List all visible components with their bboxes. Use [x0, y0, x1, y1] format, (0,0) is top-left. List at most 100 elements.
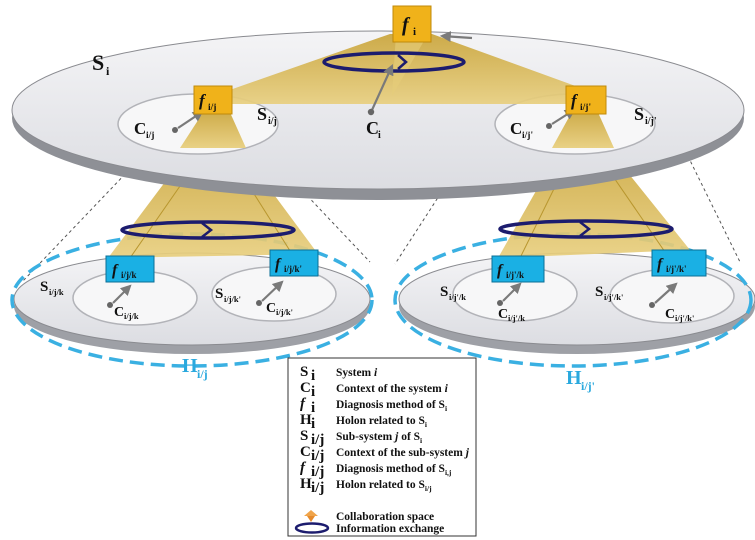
system-ijk-sub: i/j/k	[49, 287, 64, 297]
system-right-sub: i/j'	[645, 116, 657, 127]
context-dots	[107, 108, 655, 308]
system-top-sub: i	[106, 64, 110, 78]
context-ij2k-sub: i/j'/k	[508, 313, 525, 323]
legend-symbol-sub: i/j	[311, 464, 324, 480]
method-box-top: f i	[392, 5, 432, 43]
labels-holon-right: S i/j'/k C i/j'/k S i/j'/k' C i/j'/k' H …	[440, 284, 694, 393]
legend-symbol-sub: i	[311, 416, 315, 432]
legend-symbol: C	[300, 380, 311, 396]
collab-cones-top-plate	[180, 108, 614, 148]
collab-space-top	[216, 34, 602, 104]
legend-exchange-row: Information exchange	[294, 522, 444, 535]
context-ijk-label: C	[114, 305, 124, 320]
legend-symbol-sub: i	[311, 368, 315, 384]
legend-collab-row: Collaboration space	[304, 510, 434, 523]
legend-description: Holon related to Si/j	[336, 479, 432, 493]
holon-right-label: H	[566, 367, 582, 389]
method-left-sub: i/j	[208, 103, 216, 113]
method-ijk2-sub: i/j/k'	[284, 264, 302, 274]
legend-symbol: S	[300, 364, 308, 380]
holon-border-right	[393, 232, 753, 368]
legend-description: Context of the system i	[336, 383, 449, 395]
method-ij2k-sub: i/j'/k	[506, 270, 524, 280]
legend-exchange-label: Information exchange	[336, 523, 444, 535]
legend-description: System i	[336, 367, 378, 379]
method-ijk2-label: f	[275, 256, 282, 273]
holon-left-sub: i/j	[197, 367, 208, 381]
context-ijk2-label: C	[266, 301, 276, 316]
labels-top-plate: S i C i S i/j C i/j S i/j' C i/j'	[92, 50, 657, 141]
method-right-sub: i/j'	[580, 103, 591, 113]
system-ijk2-sub: i/j/k'	[224, 294, 241, 304]
exchange-loop-lower-left	[120, 220, 296, 240]
method-top-label: f	[402, 14, 411, 36]
legend-symbol-sub: i/j	[311, 448, 324, 464]
system-ijk2-label: S	[215, 286, 223, 302]
method-box-ijk: f i/j/k	[105, 255, 155, 283]
method-ij2k2-label: f	[657, 256, 664, 273]
legend-description: Diagnosis method of Si,j	[336, 463, 452, 477]
system-right-label: S	[634, 104, 644, 124]
context-ijk-sub: i/j/k	[124, 311, 139, 321]
legend-symbol: f	[300, 460, 307, 476]
system-ij2k-label: S	[440, 284, 448, 300]
method-ij2k2-sub: i/j'/k'	[666, 264, 687, 274]
method-box-right: f i/j'	[565, 85, 607, 115]
method-box-ij2k2: f i/j'/k'	[651, 249, 707, 277]
method-ijk-sub: i/j/k	[121, 270, 137, 280]
holon-right-sub: i/j'	[581, 379, 595, 393]
legend-symbol: C	[300, 444, 311, 460]
legend-symbol-sub: i/j	[311, 480, 324, 496]
legend-symbol-sub: i/j	[311, 432, 324, 448]
context-right-sub: i/j'	[522, 131, 533, 141]
system-left-label: S	[257, 104, 267, 124]
collab-space-icon	[304, 510, 318, 516]
method-top-sub: i	[413, 26, 416, 38]
legend-collab-label: Collaboration space	[336, 511, 434, 523]
legend-row: f i/j Diagnosis method of Si,j	[300, 460, 452, 480]
labels-holon-left: S i/j/k C i/j/k S i/j/k' C i/j/k' H i/j	[40, 279, 293, 381]
context-left-label: C	[134, 119, 146, 138]
legend-symbol: H	[300, 412, 312, 428]
exchange-loop-top	[322, 51, 466, 73]
method-box-ij2k: f i/j'/k	[491, 255, 545, 283]
system-left-sub: i/j	[268, 116, 277, 127]
method-right-label: f	[571, 91, 579, 110]
legend-symbol-sub: i	[311, 400, 315, 416]
context-top-sub: i	[378, 130, 381, 141]
info-exchange-icon	[294, 522, 330, 534]
context-ij2k2-sub: i/j'/k'	[675, 313, 694, 323]
method-ij2k-label: f	[497, 262, 504, 279]
system-ijk-label: S	[40, 279, 48, 295]
method-box-ijk2: f i/j/k'	[269, 249, 319, 277]
method-left-label: f	[199, 91, 207, 110]
legend-symbol: f	[300, 396, 307, 412]
exchange-loop-lower-right	[498, 219, 674, 239]
system-ij2k2-label: S	[595, 284, 603, 300]
system-ij2k2-sub: i/j'/k'	[604, 292, 623, 302]
method-ijk-label: f	[112, 262, 119, 279]
legend-symbol-sub: i	[311, 384, 315, 400]
legend-symbol: H	[300, 476, 312, 492]
holon-left-label: H	[182, 355, 198, 377]
context-right-label: C	[510, 119, 522, 138]
context-left-sub: i/j	[146, 131, 154, 141]
context-ij2k-label: C	[498, 307, 508, 322]
legend-description: Diagnosis method of Si	[336, 399, 447, 413]
legend-description: Holon related to Si	[336, 415, 427, 429]
context-ij2k2-label: C	[665, 307, 675, 322]
context-top-label: C	[366, 118, 379, 138]
system-ij2k-sub: i/j'/k	[449, 292, 466, 302]
system-top-label: S	[92, 50, 104, 75]
legend-symbol: S	[300, 428, 308, 444]
legend-description: Context of the sub-system j	[336, 447, 470, 459]
method-box-left: f i/j	[193, 85, 233, 115]
